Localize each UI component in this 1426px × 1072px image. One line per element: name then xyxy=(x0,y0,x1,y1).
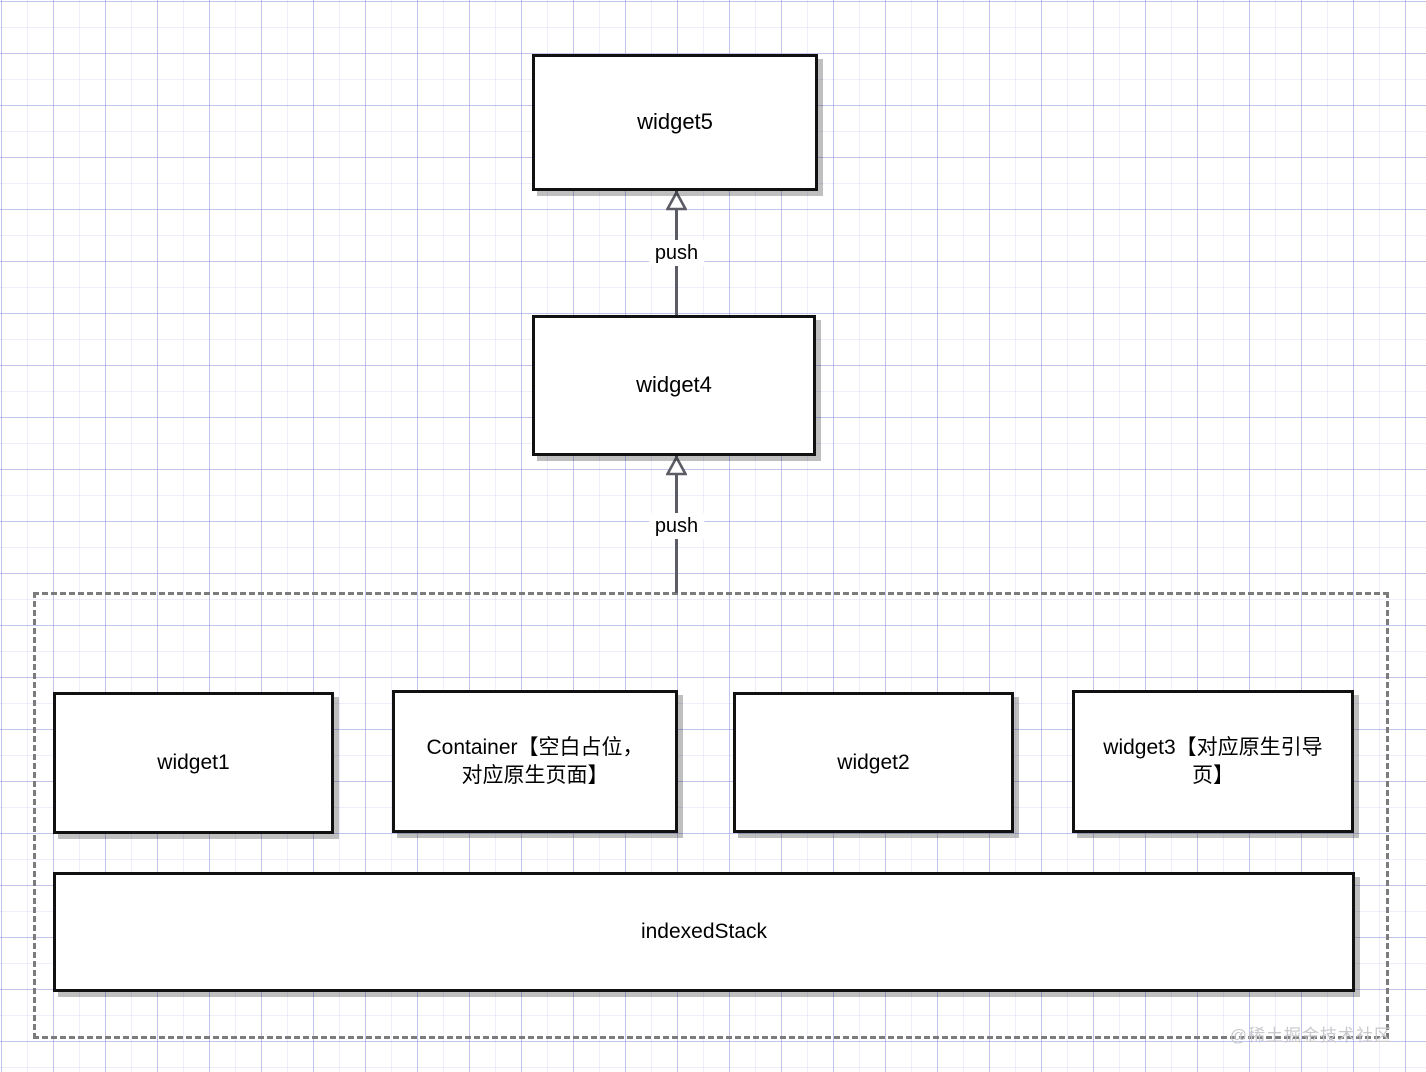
node-widget5[interactable]: widget5 xyxy=(532,54,818,191)
node-widget1-label: widget1 xyxy=(157,751,230,775)
node-widget3-label: widget3【对应原生引导 页】 xyxy=(1103,736,1323,787)
node-widget2-label: widget2 xyxy=(837,750,910,774)
connector-label-push-1: push xyxy=(648,240,705,266)
node-widget4[interactable]: widget4 xyxy=(532,315,816,456)
watermark: @稀土掘金技术社区 xyxy=(1229,1026,1392,1045)
node-container-label: Container【空白占位， 对应原生页面】 xyxy=(426,736,644,787)
node-indexedstack[interactable]: indexedStack xyxy=(53,872,1355,992)
node-widget1[interactable]: widget1 xyxy=(53,692,334,834)
connector-label-push-2: push xyxy=(648,513,705,539)
node-indexedstack-label: indexedStack xyxy=(640,920,768,944)
group-indexedstack-scope xyxy=(33,592,1389,1039)
node-container-placeholder[interactable]: Container【空白占位， 对应原生页面】 xyxy=(392,690,678,833)
node-widget3[interactable]: widget3【对应原生引导 页】 xyxy=(1072,690,1354,833)
node-widget2[interactable]: widget2 xyxy=(733,692,1014,833)
node-widget5-label: widget5 xyxy=(637,109,713,135)
node-widget4-label: widget4 xyxy=(636,372,712,398)
